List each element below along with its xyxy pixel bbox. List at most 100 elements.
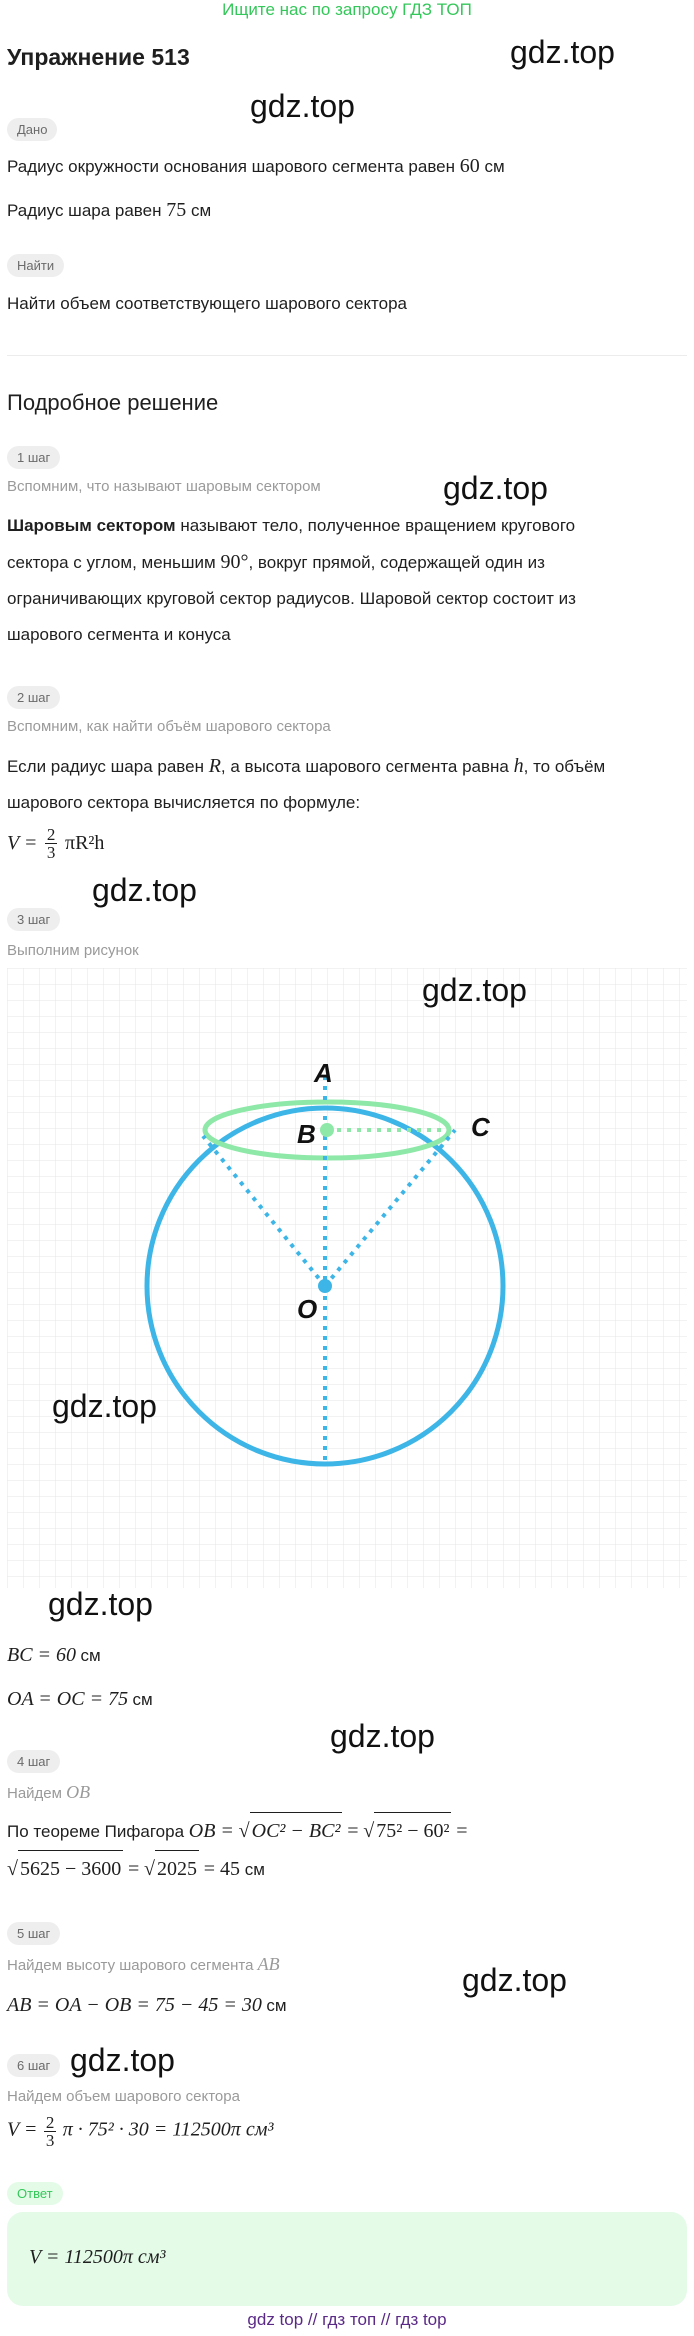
step-hint: Найдем высоту шарового сегмента AB bbox=[7, 1954, 280, 1975]
denominator: 3 bbox=[46, 843, 56, 862]
sqrt-content: 5625 − 3600 bbox=[17, 1850, 124, 1887]
numerator: 2 bbox=[44, 825, 58, 844]
step-hint: Найдем объем шарового сектора bbox=[7, 2088, 240, 2105]
figure-sphere-sector: A B C O bbox=[7, 968, 687, 1588]
math: = bbox=[347, 1820, 359, 1842]
text: По теореме Пифагора bbox=[7, 1822, 185, 1841]
text: шарового сектора вычисляется по формуле: bbox=[7, 793, 361, 812]
text: Если радиус шара равен bbox=[7, 757, 204, 776]
step-4: 4 шаг bbox=[7, 1750, 61, 1773]
step-2-text: Если радиус шара равен R, а высота шаров… bbox=[7, 748, 687, 821]
text: называют тело, полученное вращением круг… bbox=[180, 516, 576, 535]
radius-line-left bbox=[201, 1134, 327, 1288]
label-o: O bbox=[297, 1294, 317, 1324]
unit: см bbox=[244, 1860, 265, 1879]
step-label: 6 шаг bbox=[7, 2054, 61, 2077]
math-var: R bbox=[208, 755, 221, 777]
watermark: gdz.top bbox=[330, 1718, 435, 1754]
given-unit: см bbox=[484, 157, 505, 176]
math-rhs: π · 75² · 30 = 112500π см³ bbox=[62, 2118, 274, 2141]
given-value: 75 bbox=[166, 199, 187, 221]
step-5-eq: AB = OA − OB = 75 − 45 = 30 см bbox=[7, 1988, 287, 2024]
label-b: B bbox=[297, 1119, 316, 1149]
math: = bbox=[128, 1858, 140, 1880]
top-banner: Ищите нас по запросу ГДЗ ТОП bbox=[222, 0, 472, 19]
sqrt-content: 2025 bbox=[155, 1850, 199, 1887]
given-line-2: Радиус шара равен 75 см bbox=[7, 192, 211, 229]
step-1: 1 шаг bbox=[7, 446, 61, 469]
grid-background bbox=[7, 968, 687, 1588]
math: = bbox=[456, 1820, 468, 1842]
radius-line-oc bbox=[323, 1128, 457, 1288]
point-o bbox=[318, 1279, 332, 1293]
watermark: gdz.top bbox=[70, 2042, 175, 2078]
unit: см bbox=[80, 1646, 101, 1665]
step-1-text: Шаровым сектором называют тело, полученн… bbox=[7, 508, 687, 653]
watermark: gdz.top bbox=[48, 1586, 153, 1622]
math-var: OB bbox=[66, 1782, 91, 1802]
step-label: 1 шаг bbox=[7, 446, 61, 469]
unit: см bbox=[132, 1690, 153, 1709]
watermark: gdz.top bbox=[510, 34, 615, 70]
given-unit: см bbox=[190, 201, 212, 220]
step-5: 5 шаг bbox=[7, 1922, 61, 1945]
step-label: 5 шаг bbox=[7, 1922, 61, 1945]
step-label: 3 шаг bbox=[7, 908, 61, 931]
find-text: Найти объем соответствующего шарового се… bbox=[7, 294, 407, 313]
solution-title: Подробное решение bbox=[7, 390, 219, 415]
math: OB = bbox=[188, 1820, 234, 1842]
text: , а высота шарового сегмента равна bbox=[220, 757, 509, 776]
math: OA = OC = 75 bbox=[7, 1688, 129, 1710]
math-lhs: V = bbox=[7, 2118, 38, 2141]
math: AB = OA − OB = 75 − 45 = 30 bbox=[7, 1994, 262, 2016]
numerator: 2 bbox=[43, 2113, 57, 2132]
bc-line: BC = 60 см bbox=[7, 1638, 101, 1674]
divider bbox=[7, 355, 687, 356]
given-text: Радиус шара равен bbox=[7, 201, 162, 220]
point-b bbox=[320, 1123, 334, 1137]
text: Найдем bbox=[7, 1785, 62, 1802]
step-label: 2 шаг bbox=[7, 686, 61, 709]
math: = 45 bbox=[203, 1858, 241, 1880]
math-var: AB bbox=[257, 1954, 280, 1974]
step-hint: Выполним рисунок bbox=[7, 942, 139, 959]
step-3: 3 шаг bbox=[7, 908, 61, 931]
text: сектора с углом, меньшим bbox=[7, 553, 216, 572]
watermark: gdz.top bbox=[443, 470, 548, 506]
text: Найдем высоту шарового сегмента bbox=[7, 1957, 254, 1974]
given-label: Дано bbox=[7, 118, 58, 141]
step-hint: Вспомним, что называют шаровым сектором bbox=[7, 478, 321, 495]
math: BC = 60 bbox=[7, 1644, 77, 1666]
given-text: Радиус окружности основания шарового сег… bbox=[7, 157, 456, 176]
answer-label: Ответ bbox=[7, 2182, 63, 2205]
step-label: 4 шаг bbox=[7, 1750, 61, 1773]
denominator: 3 bbox=[45, 2131, 55, 2150]
watermark: gdz.top bbox=[92, 872, 197, 908]
watermark: gdz.top bbox=[52, 1388, 157, 1424]
step-hint: Найдем OB bbox=[7, 1782, 90, 1803]
answer-text: V = 112500π см³ bbox=[29, 2246, 166, 2268]
step-6: 6 шаг bbox=[7, 2054, 61, 2077]
answer-section: Ответ bbox=[7, 2182, 63, 2205]
text: , то объём bbox=[523, 757, 606, 776]
unit: см bbox=[266, 1996, 287, 2015]
text: шарового сегмента и конуса bbox=[7, 625, 231, 644]
watermark: gdz.top bbox=[422, 972, 527, 1008]
given-value: 60 bbox=[459, 155, 480, 177]
find-label: Найти bbox=[7, 254, 65, 277]
footer: gdz top // гдз топ // гдз top bbox=[247, 2310, 447, 2329]
label-c: C bbox=[471, 1112, 491, 1142]
step-4-text: По теореме Пифагора OB = √OC² − BC² = √7… bbox=[7, 1812, 687, 1888]
answer-box: V = 112500π см³ bbox=[7, 2212, 687, 2306]
step-2: 2 шаг bbox=[7, 686, 61, 709]
text: , вокруг прямой, содержащей один из bbox=[248, 553, 545, 572]
sqrt-content: OC² − BC² bbox=[249, 1812, 343, 1849]
given-section: Дано bbox=[7, 118, 58, 141]
sqrt-content: 75² − 60² bbox=[374, 1812, 452, 1849]
given-line-1: Радиус окружности основания шарового сег… bbox=[7, 148, 505, 185]
find-section: Найти bbox=[7, 254, 65, 277]
